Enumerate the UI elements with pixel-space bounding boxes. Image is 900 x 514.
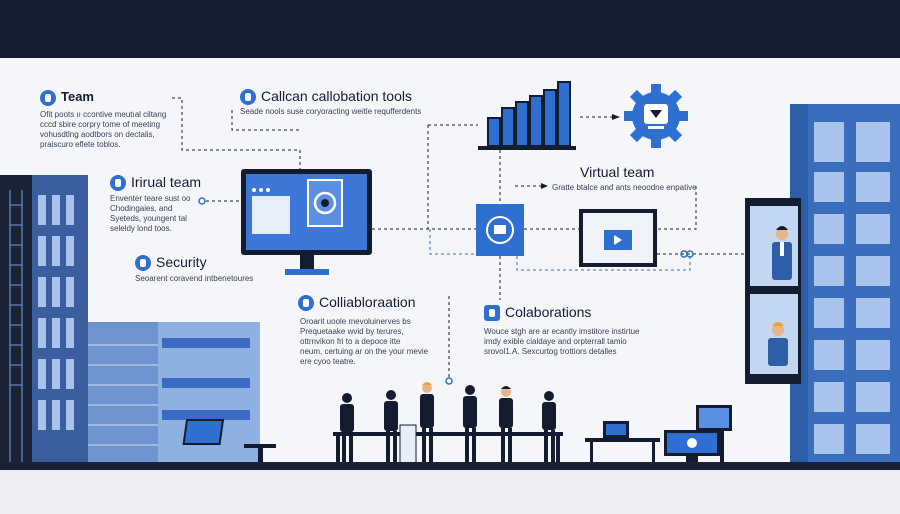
pin-icon [40, 89, 56, 106]
tools-icon [240, 89, 256, 106]
virtual-team-left-title: Irirual team [131, 174, 202, 190]
kiosk [182, 419, 276, 464]
right-building [745, 104, 900, 470]
monitor-left [241, 169, 372, 275]
security-block: Security Seoarent coravend intbenetoures [135, 254, 253, 284]
virtual-team-right-desc: Gratte btalce and ants neoodne enpative [552, 183, 697, 192]
bar-chart-icon [478, 81, 576, 150]
hub-tile [476, 204, 524, 256]
list-icon [484, 305, 500, 322]
security-title: Security [156, 254, 207, 270]
low-building [88, 322, 260, 467]
security-desc: Seoarent coravend intbenetoures [135, 274, 254, 284]
virtual-team-left-block: Irirual team Enventer teare sust oo Chod… [110, 174, 201, 234]
security-icon [135, 255, 151, 272]
collaboration-block: Colliabloraation Oroarit uoole mevoluine… [298, 294, 428, 367]
collab-tools-block: Callcan callobation tools Seade nools su… [240, 88, 421, 117]
team-desc: Ofit poots ıı ccontive meutıal ciltang c… [40, 109, 167, 149]
collaborations-block: Colaborations Wouce stgh are ar ecantly … [484, 304, 639, 357]
document-icon [298, 295, 314, 312]
team-title: Team [61, 89, 94, 104]
virtual-team-right-block: Virtual team Gratte btalce and ants neoo… [552, 164, 697, 193]
team-block: Team Ofit poots ıı ccontive meutıal cilt… [40, 89, 166, 150]
video-monitor [579, 209, 657, 267]
ground-line [0, 462, 900, 470]
desk-right [585, 405, 732, 466]
gear-icon [624, 84, 688, 148]
collaboration-title: Colliabloraation [319, 294, 416, 310]
play-icon [614, 235, 622, 245]
collab-tools-title: Callcan callobation tools [261, 88, 412, 104]
header-band [0, 0, 900, 58]
collaborations-title: Colaborations [505, 304, 592, 320]
virtual-team-left-desc: Enventer teare sust oo Chodingaies, and … [110, 194, 191, 234]
footer-band [0, 470, 900, 514]
collaborations-desc: Wouce stgh are ar ecantly imstitore inst… [484, 327, 640, 357]
virtual-team-right-title: Virtual team [580, 164, 655, 180]
team-people [333, 382, 563, 464]
left-building [0, 175, 88, 467]
people-icon [110, 175, 126, 192]
connector-lines [172, 97, 745, 380]
collaboration-desc: Oroarit uoole mevoluinerves bs Prequetaa… [300, 317, 429, 367]
collab-tools-desc: Seade nools suse coryoracting weitle req… [240, 107, 422, 117]
